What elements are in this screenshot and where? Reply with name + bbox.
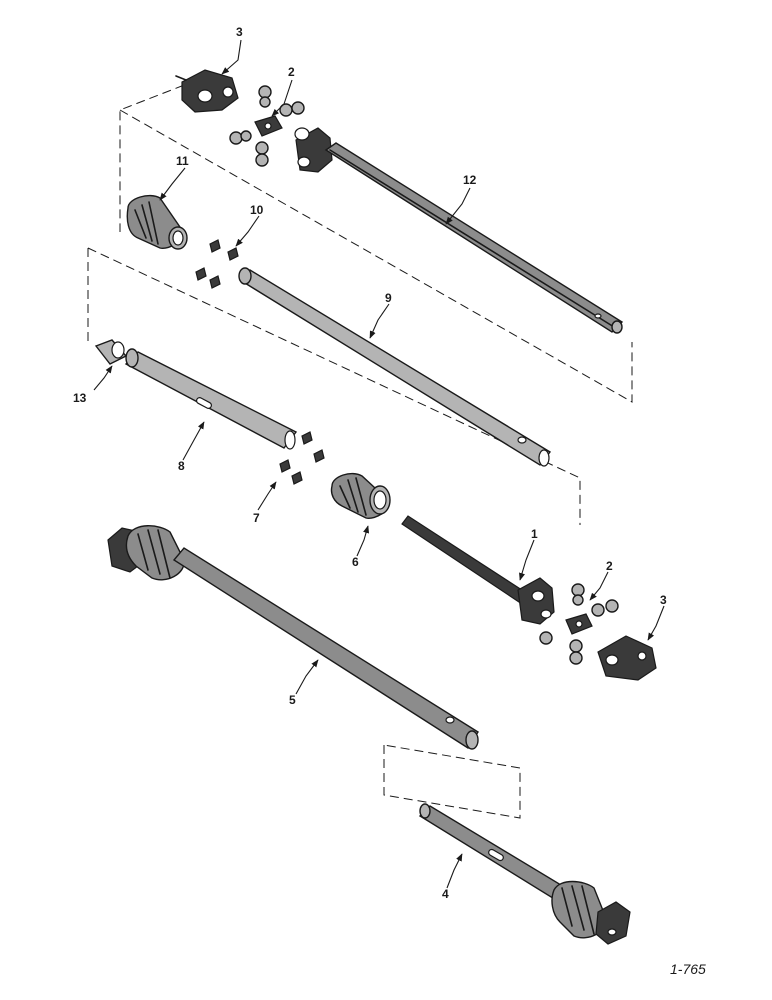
figure-number: 1-765 bbox=[670, 961, 706, 977]
shield-tube-part-9 bbox=[238, 267, 552, 467]
alignment-line-middle bbox=[87, 247, 581, 525]
shield-bell-part-11 bbox=[126, 194, 188, 250]
callout-8: 8 bbox=[178, 459, 185, 473]
callout-6: 6 bbox=[352, 555, 359, 569]
yoke-part-3-top bbox=[175, 69, 239, 113]
callout-4: 4 bbox=[442, 887, 449, 901]
callout-3-top: 3 bbox=[236, 25, 243, 39]
callout-7: 7 bbox=[253, 511, 260, 525]
callout-2-top: 2 bbox=[288, 65, 295, 79]
callout-13: 13 bbox=[73, 391, 87, 405]
cross-bearing-part-2-top bbox=[229, 85, 305, 167]
callout-10: 10 bbox=[250, 203, 264, 217]
callout-11: 11 bbox=[176, 154, 189, 168]
cross-bearing-part-2-bottom bbox=[539, 583, 619, 665]
shaft-part-5 bbox=[107, 525, 479, 750]
shaft-part-1 bbox=[401, 515, 555, 625]
shaft-part-12 bbox=[294, 127, 624, 334]
screws-part-10 bbox=[195, 239, 239, 289]
leader-lines bbox=[93, 39, 665, 889]
callout-9: 9 bbox=[385, 291, 392, 305]
shield-bell-part-6 bbox=[330, 472, 391, 519]
bushing-part-13 bbox=[94, 339, 128, 365]
callout-3-bottom: 3 bbox=[660, 593, 667, 607]
callout-2-bottom: 2 bbox=[606, 559, 613, 573]
callout-5: 5 bbox=[289, 693, 296, 707]
yoke-part-3-bottom bbox=[597, 635, 657, 681]
screws-part-7 bbox=[279, 431, 325, 485]
alignment-line-upper bbox=[119, 74, 633, 403]
shield-tube-part-8 bbox=[124, 348, 298, 450]
shaft-part-4 bbox=[418, 803, 631, 945]
alignment-line-lower bbox=[383, 744, 521, 819]
callout-1: 1 bbox=[531, 527, 538, 541]
callout-12: 12 bbox=[463, 173, 477, 187]
